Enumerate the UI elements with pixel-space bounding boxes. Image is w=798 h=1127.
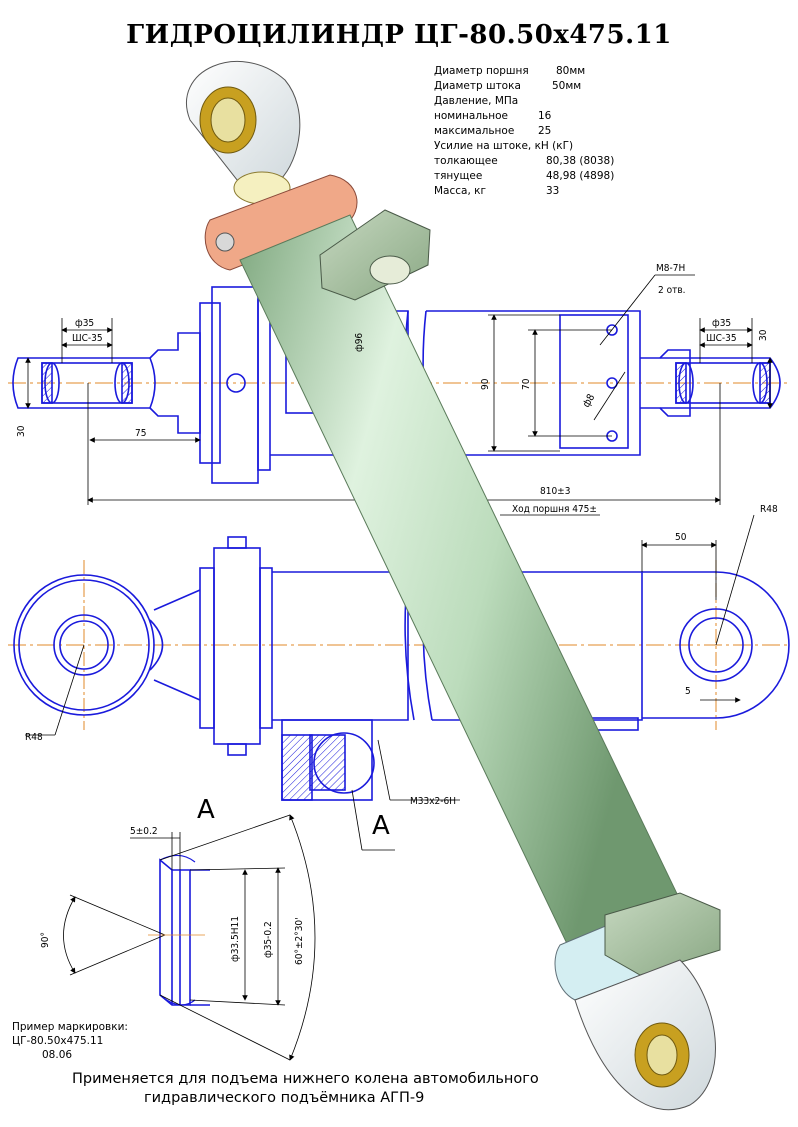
view-a-label: А <box>197 795 215 825</box>
spec-label: Давление, МПа <box>434 95 519 107</box>
detail-a-dimensions <box>63 814 316 1061</box>
dim-phi96: ф96 <box>354 333 365 352</box>
spec-value: 16 <box>538 110 552 122</box>
dim-70: 70 <box>521 378 532 390</box>
spec-label: тянущее <box>434 170 483 182</box>
dim-5-02: 5±0.2 <box>130 826 158 837</box>
dim-75: 75 <box>135 428 146 439</box>
usage-note: Применяется для подъема нижнего колена а… <box>72 1070 539 1108</box>
dim-810: 810±3 <box>540 486 570 497</box>
marking-code: ЦГ-80.50х475.11 <box>12 1035 104 1047</box>
dim-90-deg: 90° <box>40 932 51 948</box>
dim-r48-right: R48 <box>760 504 778 515</box>
dim-m8: М8-7Н <box>656 263 685 274</box>
dim-m33: М33х2-6Н <box>410 796 456 807</box>
dim-shs35-right: ШС-35 <box>706 333 737 344</box>
dim-30-right: 30 <box>758 329 769 341</box>
dim-5: 5 <box>685 686 691 697</box>
detail-a <box>159 854 210 1006</box>
usage-line-2: гидравлического подъёмника АГП-9 <box>144 1090 425 1106</box>
cylinder-3d <box>186 61 721 1111</box>
dim-phi8: ф8 <box>581 392 597 409</box>
dim-phi35-02: ф35-0.2 <box>263 921 274 958</box>
spec-value: 80,38 (8038) <box>546 155 615 167</box>
dim-stroke: Ход поршня 475± <box>512 504 597 515</box>
spec-label: толкающее <box>434 155 498 167</box>
spec-label: Масса, кг <box>434 185 487 197</box>
dim-90: 90 <box>480 378 491 390</box>
dim-phi35-right: ф35 <box>712 318 731 329</box>
dim-m8-count: 2 отв. <box>658 285 685 296</box>
usage-line-1: Применяется для подъема нижнего колена а… <box>72 1071 539 1087</box>
drawing-title: ГИДРОЦИЛИНДР ЦГ-80.50х475.11 <box>126 20 672 50</box>
dim-phi33-5: ф33.5Н11 <box>230 916 241 962</box>
spec-label: максимальное <box>434 125 515 137</box>
front-view <box>8 536 790 801</box>
dim-shs35-left: ШС-35 <box>72 333 103 344</box>
spec-value: 50мм <box>552 80 582 92</box>
section-a-label: А <box>372 811 390 841</box>
marking-label: Пример маркировки: <box>12 1021 128 1033</box>
spec-label: номинальное <box>434 110 508 122</box>
spec-label: Усилие на штоке, кН (кГ) <box>434 140 574 152</box>
dimension-labels: ф35 ШС-35 30 75 ф96 90 70 ф8 М8-7Н 2 отв… <box>16 263 778 965</box>
dim-r48-left: R48 <box>25 732 43 743</box>
spec-label: Диаметр поршня <box>434 65 529 77</box>
marking-date: 08.06 <box>42 1049 73 1061</box>
spec-value: 80мм <box>556 65 586 77</box>
spec-label: Диаметр штока <box>434 80 521 92</box>
dim-50: 50 <box>675 532 687 543</box>
spec-value: 48,98 (4898) <box>546 170 615 182</box>
marking-example: Пример маркировки: ЦГ-80.50х475.11 08.06 <box>12 1020 128 1062</box>
spec-value: 25 <box>538 125 552 137</box>
dim-angle-60: 60°±2°30' <box>294 917 305 965</box>
top-view-dimensions <box>25 274 773 516</box>
front-view-dimensions <box>25 514 755 851</box>
spec-value: 33 <box>546 185 560 197</box>
dim-30-left: 30 <box>16 425 27 437</box>
dim-phi35-left: ф35 <box>75 318 94 329</box>
